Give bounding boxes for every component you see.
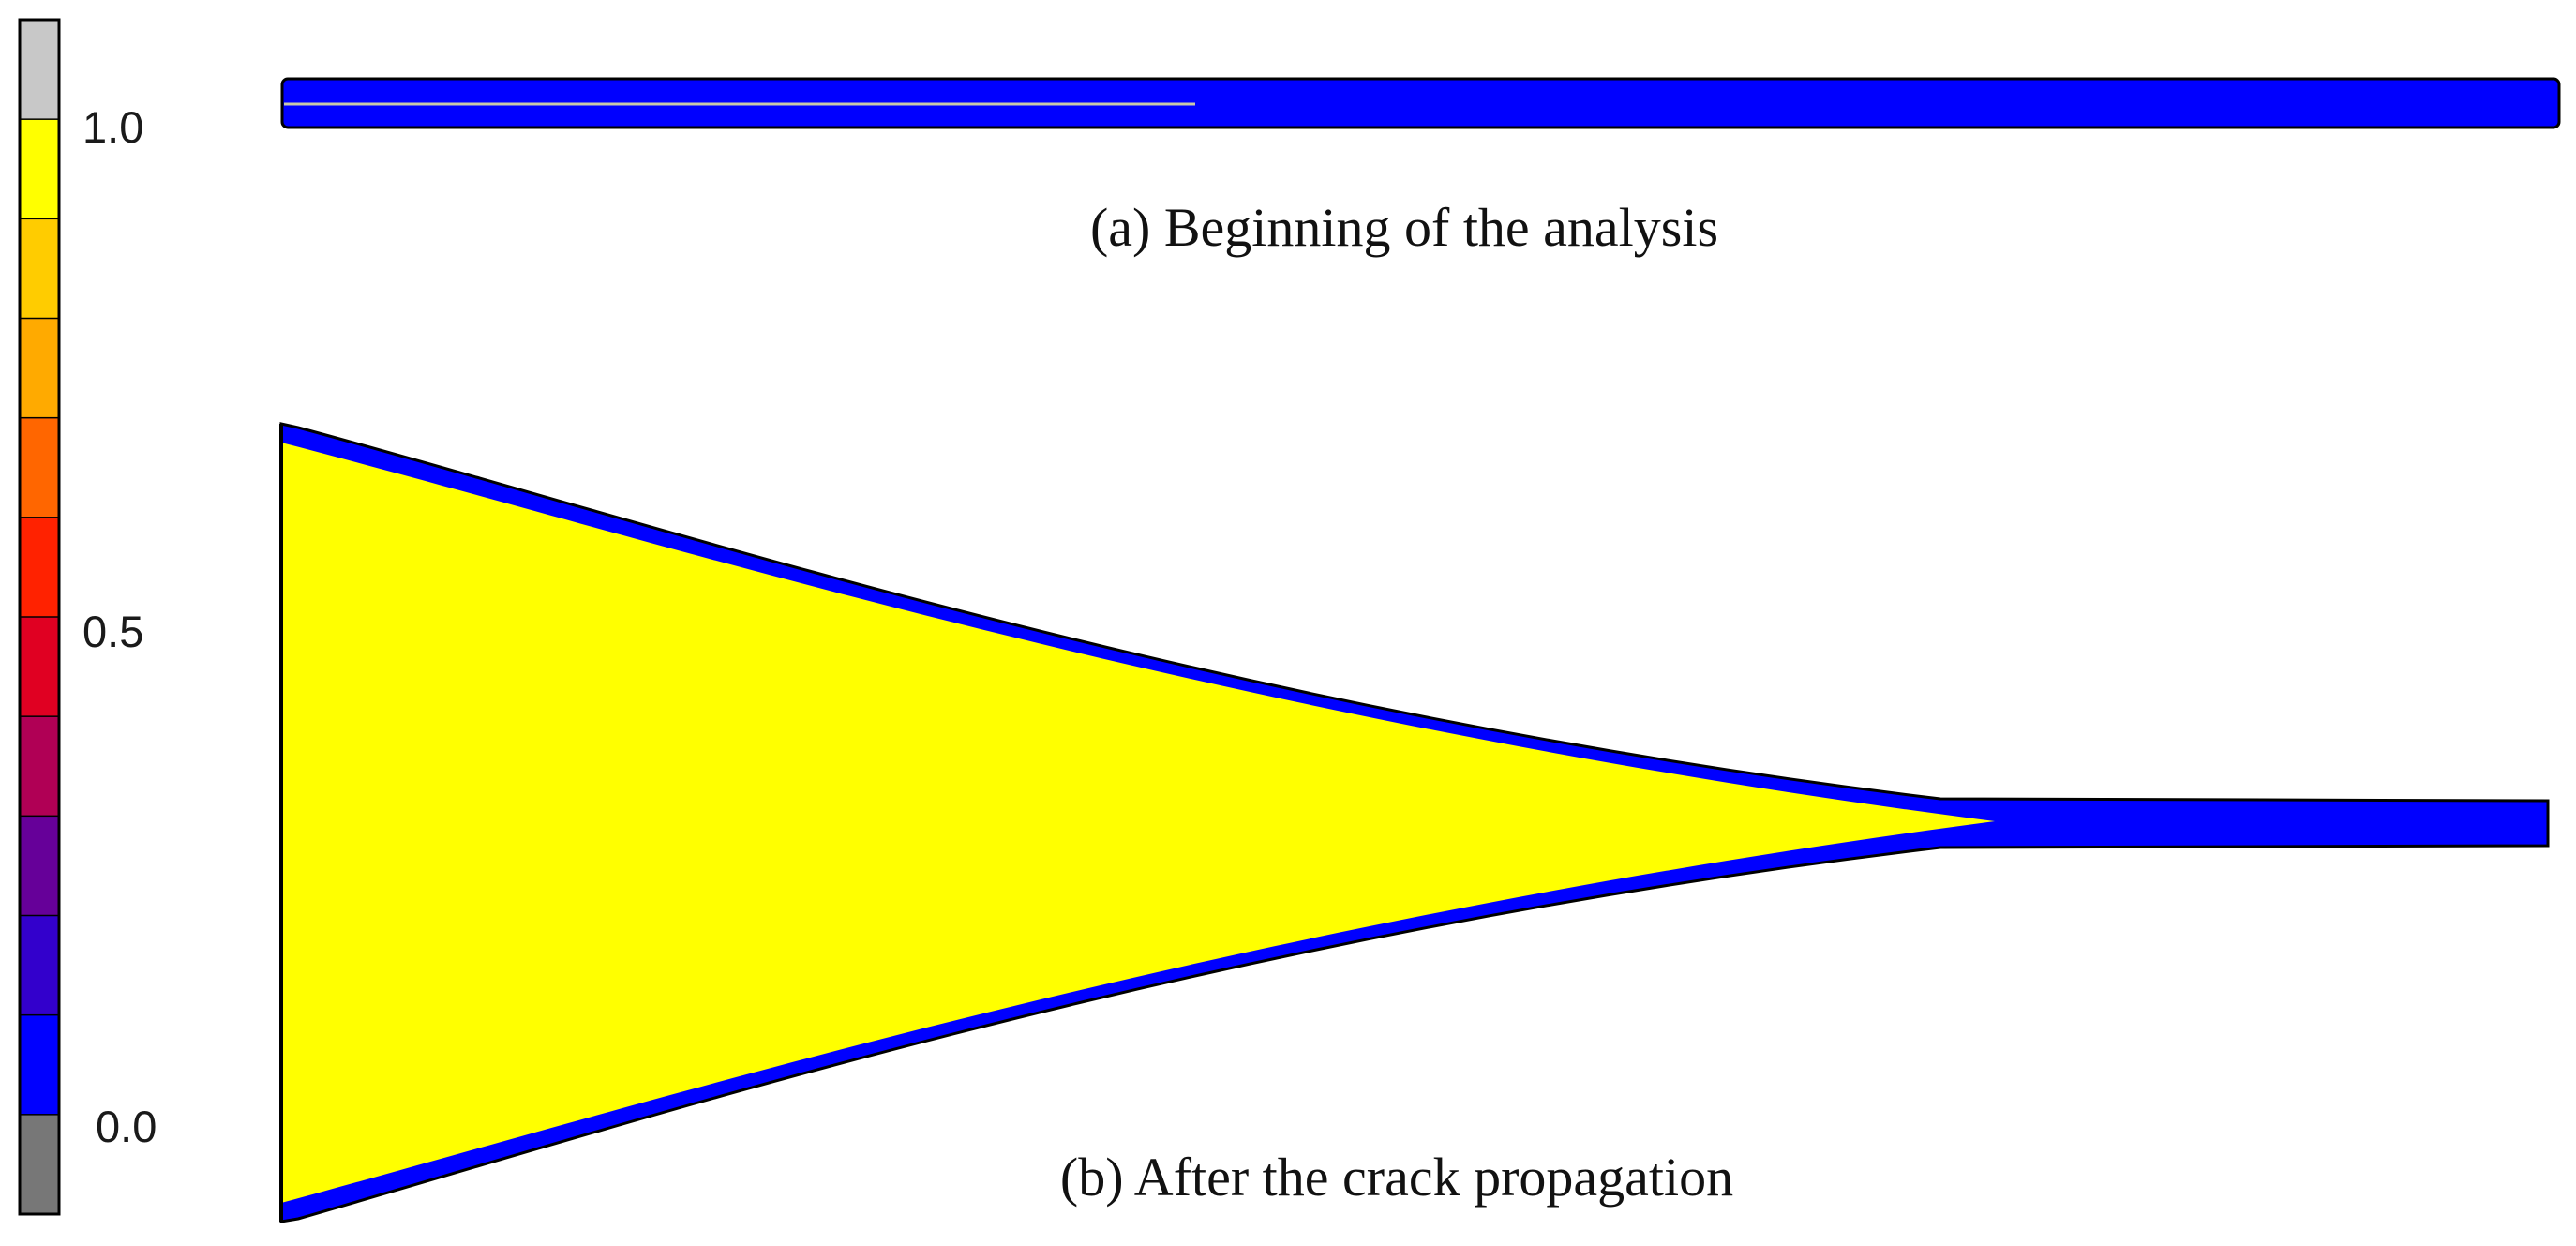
legend-tick-label-05: 0.5 <box>82 607 143 656</box>
legend-band-9 <box>19 914 60 1016</box>
color-legend-bar <box>19 19 60 1216</box>
legend-tick-label-1: 1.0 <box>82 102 143 152</box>
legend-tick-label-0: 0.0 <box>96 1102 157 1151</box>
panel-a-caption: (a) Beginning of the analysis <box>1090 197 1718 258</box>
panel-b-caption: (b) After the crack propagation <box>1060 1147 1733 1208</box>
legend-band-6 <box>19 616 60 718</box>
panel-b: (b) After the crack propagation <box>279 422 2550 1223</box>
legend-band-5 <box>19 517 60 619</box>
legend-band-10 <box>19 1013 60 1117</box>
legend-band-8 <box>19 815 60 917</box>
legend-band-4 <box>19 416 60 519</box>
legend-band-0 <box>19 19 60 121</box>
specimen-initial <box>280 77 2561 129</box>
legend-band-2 <box>19 218 60 320</box>
panel-a: (a) Beginning of the analysis <box>280 77 2561 258</box>
legend-band-7 <box>19 715 60 818</box>
legend-band-3 <box>19 317 60 419</box>
color-legend-frame <box>18 18 61 1216</box>
legend-band-1 <box>19 118 60 220</box>
crack-damage-region <box>281 443 1995 1203</box>
legend-band-11 <box>19 1114 60 1216</box>
